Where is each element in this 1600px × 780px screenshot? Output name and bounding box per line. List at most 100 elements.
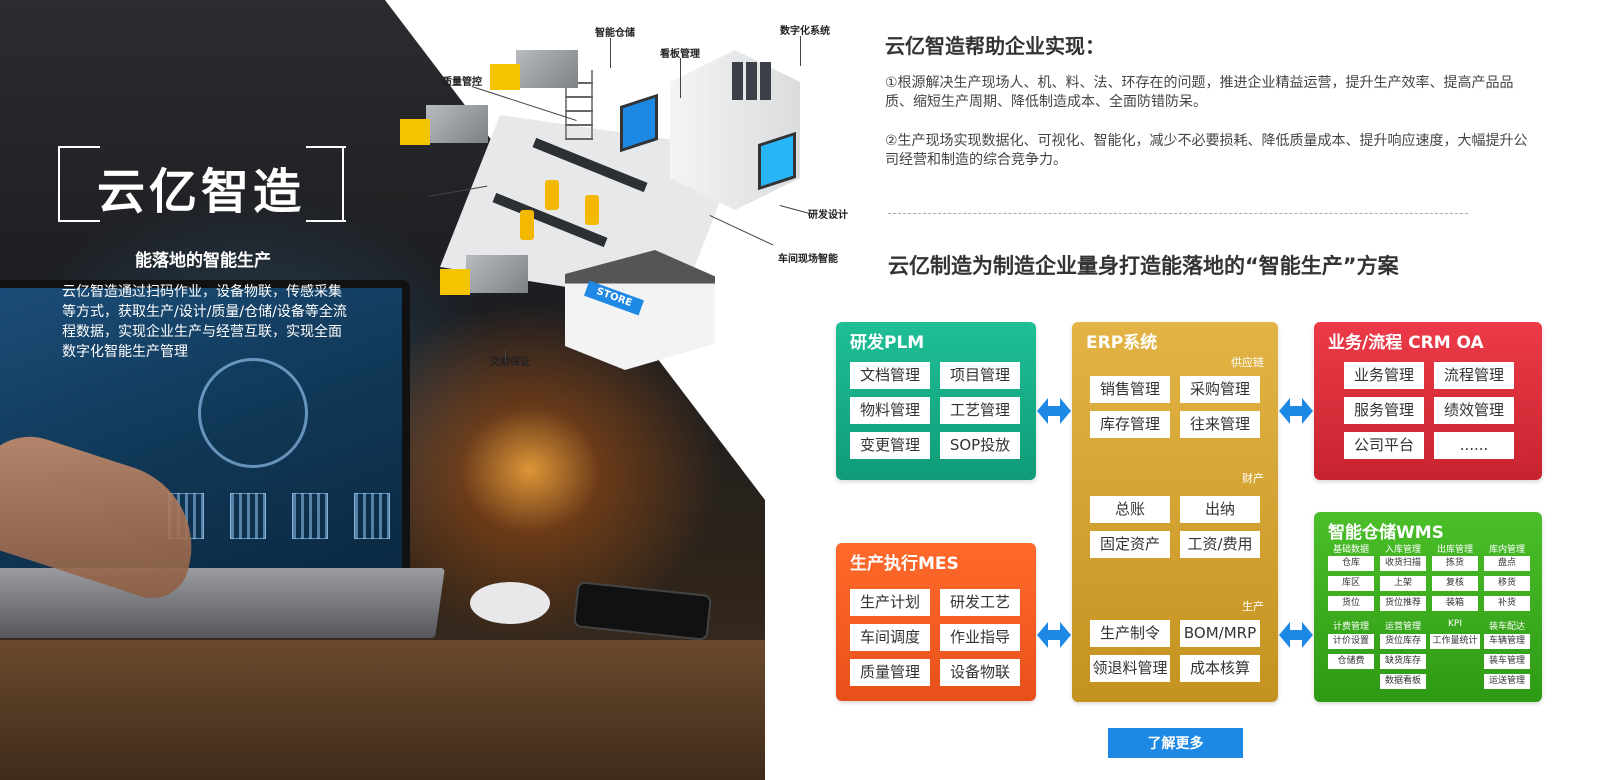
wms-item[interactable]: 计价设置 bbox=[1328, 634, 1374, 649]
label-rnd: 研发设计 bbox=[808, 210, 848, 221]
wms-header: 基础数据 bbox=[1332, 545, 1369, 555]
erp-item[interactable]: 固定资产 bbox=[1090, 531, 1170, 558]
label-warehouse: 智能仓储 bbox=[595, 28, 635, 39]
mes-item[interactable]: 车间调度 bbox=[850, 624, 930, 651]
intro-point-2: ②生产现场实现数据化、可视化、智能化，减少不必要损耗、降低质量成本、提升响应速度… bbox=[885, 133, 1528, 168]
wms-item[interactable]: 上架 bbox=[1380, 576, 1426, 591]
wms-item[interactable]: 数据看板 bbox=[1380, 674, 1426, 689]
wms-header: 计费管理 bbox=[1332, 622, 1369, 632]
double-arrow-icon bbox=[1279, 622, 1313, 648]
erp-item[interactable]: 工资/费用 bbox=[1180, 531, 1260, 558]
brand-frame: 云亿智造 bbox=[58, 146, 346, 222]
mouse-image bbox=[470, 582, 550, 624]
wms-header: 运营管理 bbox=[1384, 622, 1421, 632]
crm-item[interactable]: 业务管理 bbox=[1344, 362, 1424, 389]
plm-item[interactable]: 变更管理 bbox=[850, 432, 930, 459]
erp-item[interactable]: 生产制令 bbox=[1090, 620, 1170, 647]
erp-title: ERP系统 bbox=[1086, 333, 1158, 353]
wms-item[interactable]: 缺货库存 bbox=[1380, 654, 1426, 669]
mes-item[interactable]: 生产计划 bbox=[850, 589, 930, 616]
crm-item[interactable]: 服务管理 bbox=[1344, 397, 1424, 424]
wms-item[interactable]: 拣货 bbox=[1432, 556, 1478, 571]
erp-item[interactable]: 总账 bbox=[1090, 496, 1170, 523]
mes-item[interactable]: 质量管理 bbox=[850, 659, 930, 686]
double-arrow-icon bbox=[1279, 398, 1313, 424]
plm-item[interactable]: 文档管理 bbox=[850, 362, 930, 389]
wms-header: 入库管理 bbox=[1384, 545, 1421, 555]
mes-item[interactable]: 设备物联 bbox=[940, 659, 1020, 686]
gauge-graphic bbox=[198, 358, 308, 468]
wms-header: 库内管理 bbox=[1488, 545, 1525, 555]
crm-item[interactable]: 流程管理 bbox=[1434, 362, 1514, 389]
phone-image bbox=[572, 581, 713, 641]
label-quality: 质量管控 bbox=[442, 77, 482, 88]
wms-item[interactable]: 货位推荐 bbox=[1380, 596, 1426, 611]
wms-item[interactable]: 装车管理 bbox=[1484, 654, 1530, 669]
wms-item[interactable]: 盘点 bbox=[1484, 556, 1530, 571]
wms-title: 智能仓储WMS bbox=[1328, 523, 1444, 543]
wms-item[interactable]: 货位 bbox=[1328, 596, 1374, 611]
bar-graphics bbox=[168, 493, 390, 539]
label-digital: 数字化系统 bbox=[780, 26, 830, 37]
wms-item[interactable]: 仓库 bbox=[1328, 556, 1374, 571]
crm-item[interactable]: ...... bbox=[1434, 432, 1514, 459]
label-delivery: 交期保证 bbox=[490, 357, 530, 368]
intro-heading: 云亿智造帮助企业实现： bbox=[885, 34, 1105, 58]
erp-item[interactable]: 往来管理 bbox=[1180, 411, 1260, 438]
plm-item[interactable]: 物料管理 bbox=[850, 397, 930, 424]
mes-item[interactable]: 研发工艺 bbox=[940, 589, 1020, 616]
mes-panel: 生产执行MES 生产计划 研发工艺 车间调度 作业指导 质量管理 设备物联 bbox=[836, 543, 1036, 701]
erp-item[interactable]: 领退料管理 bbox=[1090, 655, 1170, 682]
brand-title: 云亿智造 bbox=[96, 164, 305, 220]
wms-panel: 智能仓储WMS 基础数据 入库管理 出库管理 库内管理 仓库 收货扫描 拣货 盘… bbox=[1314, 512, 1542, 702]
plm-item[interactable]: SOP投放 bbox=[940, 432, 1020, 459]
desk-image bbox=[0, 640, 765, 780]
wms-item[interactable]: 货位库存 bbox=[1380, 634, 1426, 649]
erp-item[interactable]: 成本核算 bbox=[1180, 655, 1260, 682]
truck-icon bbox=[490, 50, 578, 94]
intro-point-1: ①根源解决生产现场人、机、料、法、环存在的问题，推进企业精益运营，提升生产效率、… bbox=[885, 75, 1514, 110]
wms-item[interactable]: 复核 bbox=[1432, 576, 1478, 591]
crm-panel: 业务/流程 CRM OA 业务管理 流程管理 服务管理 绩效管理 公司平台 ..… bbox=[1314, 322, 1542, 480]
mes-item[interactable]: 作业指导 bbox=[940, 624, 1020, 651]
double-arrow-icon bbox=[1037, 398, 1071, 424]
robot-arm bbox=[585, 195, 599, 225]
erp-section-label: 生产 bbox=[1242, 600, 1264, 613]
erp-section-label: 财产 bbox=[1242, 472, 1264, 485]
robot-arm bbox=[545, 180, 559, 210]
truck-icon bbox=[400, 105, 488, 149]
factory-illustration: STORE 智能仓储 看板管理 数字化系统 质量管控 设备物联 研发设计 车间现… bbox=[370, 10, 850, 380]
wms-item[interactable]: 移货 bbox=[1484, 576, 1530, 591]
wms-item[interactable]: 收货扫描 bbox=[1380, 556, 1426, 571]
hero-description: 云亿智造通过扫码作业，设备物联，传感采集等方式，获取生产/设计/质量/仓储/设备… bbox=[62, 284, 347, 360]
wms-header: KPI bbox=[1448, 619, 1462, 629]
wms-item[interactable]: 库区 bbox=[1328, 576, 1374, 591]
label-kanban: 看板管理 bbox=[660, 49, 700, 60]
crm-item[interactable]: 绩效管理 bbox=[1434, 397, 1514, 424]
wms-item[interactable]: 装箱 bbox=[1432, 596, 1478, 611]
wms-header: 装车配达 bbox=[1488, 622, 1525, 632]
label-iot: 设备物联 bbox=[370, 194, 410, 205]
hero-subtitle: 能落地的智能生产 bbox=[135, 251, 271, 271]
erp-item[interactable]: 库存管理 bbox=[1090, 411, 1170, 438]
erp-item[interactable]: BOM/MRP bbox=[1180, 620, 1260, 647]
learn-more-button[interactable]: 了解更多 bbox=[1108, 728, 1243, 758]
erp-panel: ERP系统 供应链 销售管理 采购管理 库存管理 往来管理 财产 总账 出纳 固… bbox=[1072, 322, 1278, 702]
plm-item[interactable]: 项目管理 bbox=[940, 362, 1020, 389]
wms-item[interactable]: 车辆管理 bbox=[1484, 634, 1530, 649]
wms-header: 出库管理 bbox=[1436, 545, 1473, 555]
erp-item[interactable]: 出纳 bbox=[1180, 496, 1260, 523]
wms-item[interactable]: 工作量统计 bbox=[1430, 634, 1480, 649]
erp-item[interactable]: 销售管理 bbox=[1090, 376, 1170, 403]
laptop-keyboard-image bbox=[0, 568, 445, 638]
crm-item[interactable]: 公司平台 bbox=[1344, 432, 1424, 459]
crm-title: 业务/流程 CRM OA bbox=[1328, 333, 1484, 353]
plm-title: 研发PLM bbox=[850, 333, 925, 353]
wms-item[interactable]: 运送管理 bbox=[1484, 674, 1530, 689]
plm-panel: 研发PLM 文档管理 项目管理 物料管理 工艺管理 变更管理 SOP投放 bbox=[836, 322, 1036, 480]
label-workshop: 车间现场智能 bbox=[778, 254, 838, 265]
erp-item[interactable]: 采购管理 bbox=[1180, 376, 1260, 403]
plm-item[interactable]: 工艺管理 bbox=[940, 397, 1020, 424]
wms-item[interactable]: 补货 bbox=[1484, 596, 1530, 611]
wms-item[interactable]: 仓储费 bbox=[1328, 654, 1374, 669]
